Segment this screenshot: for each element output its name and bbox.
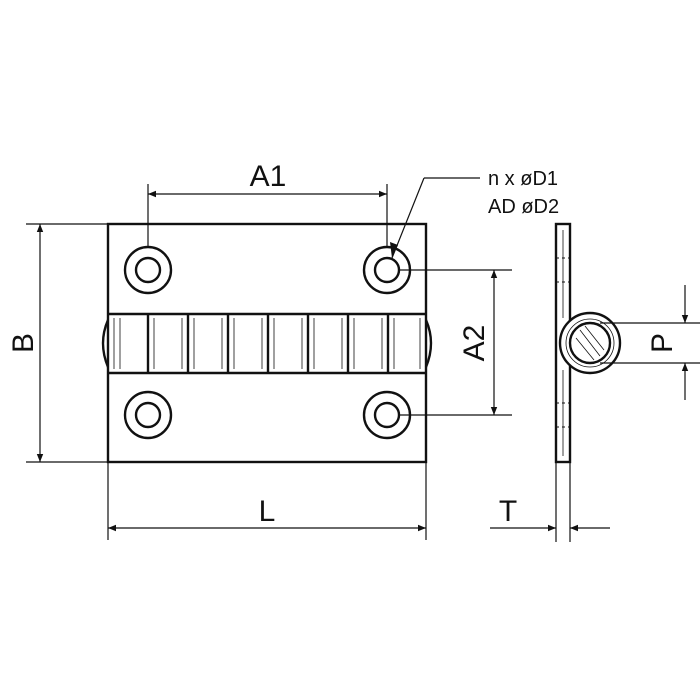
dimension-a2: A2 — [399, 269, 512, 416]
dimension-a1: A1 — [147, 160, 388, 248]
callout-line2: AD øD2 — [488, 196, 559, 218]
callout-line1: n x øD1 — [488, 168, 558, 190]
hinge-front-view — [101, 222, 433, 464]
hinge-plate-outline — [106, 222, 428, 464]
dimension-l: L — [107, 462, 427, 540]
label-b: B — [7, 333, 40, 353]
label-p: P — [646, 333, 679, 353]
hinge-side-view — [554, 222, 622, 464]
label-a2: A2 — [458, 325, 491, 362]
label-l: L — [259, 495, 276, 528]
hole-top-left — [123, 245, 173, 295]
dimension-p: P — [600, 285, 700, 400]
dimension-b: B — [7, 223, 108, 463]
label-t: T — [499, 495, 517, 528]
hole-callout: n x øD1 AD øD2 — [390, 168, 559, 259]
pin-end-right — [424, 319, 433, 368]
knuckle-separators — [146, 314, 390, 373]
label-a1: A1 — [250, 160, 287, 193]
knuckle-shading — [113, 318, 421, 369]
hole-bottom-left — [123, 390, 173, 440]
pin-end-left — [101, 319, 110, 368]
knuckle-inner — [568, 321, 612, 365]
dimension-t: T — [490, 462, 610, 542]
